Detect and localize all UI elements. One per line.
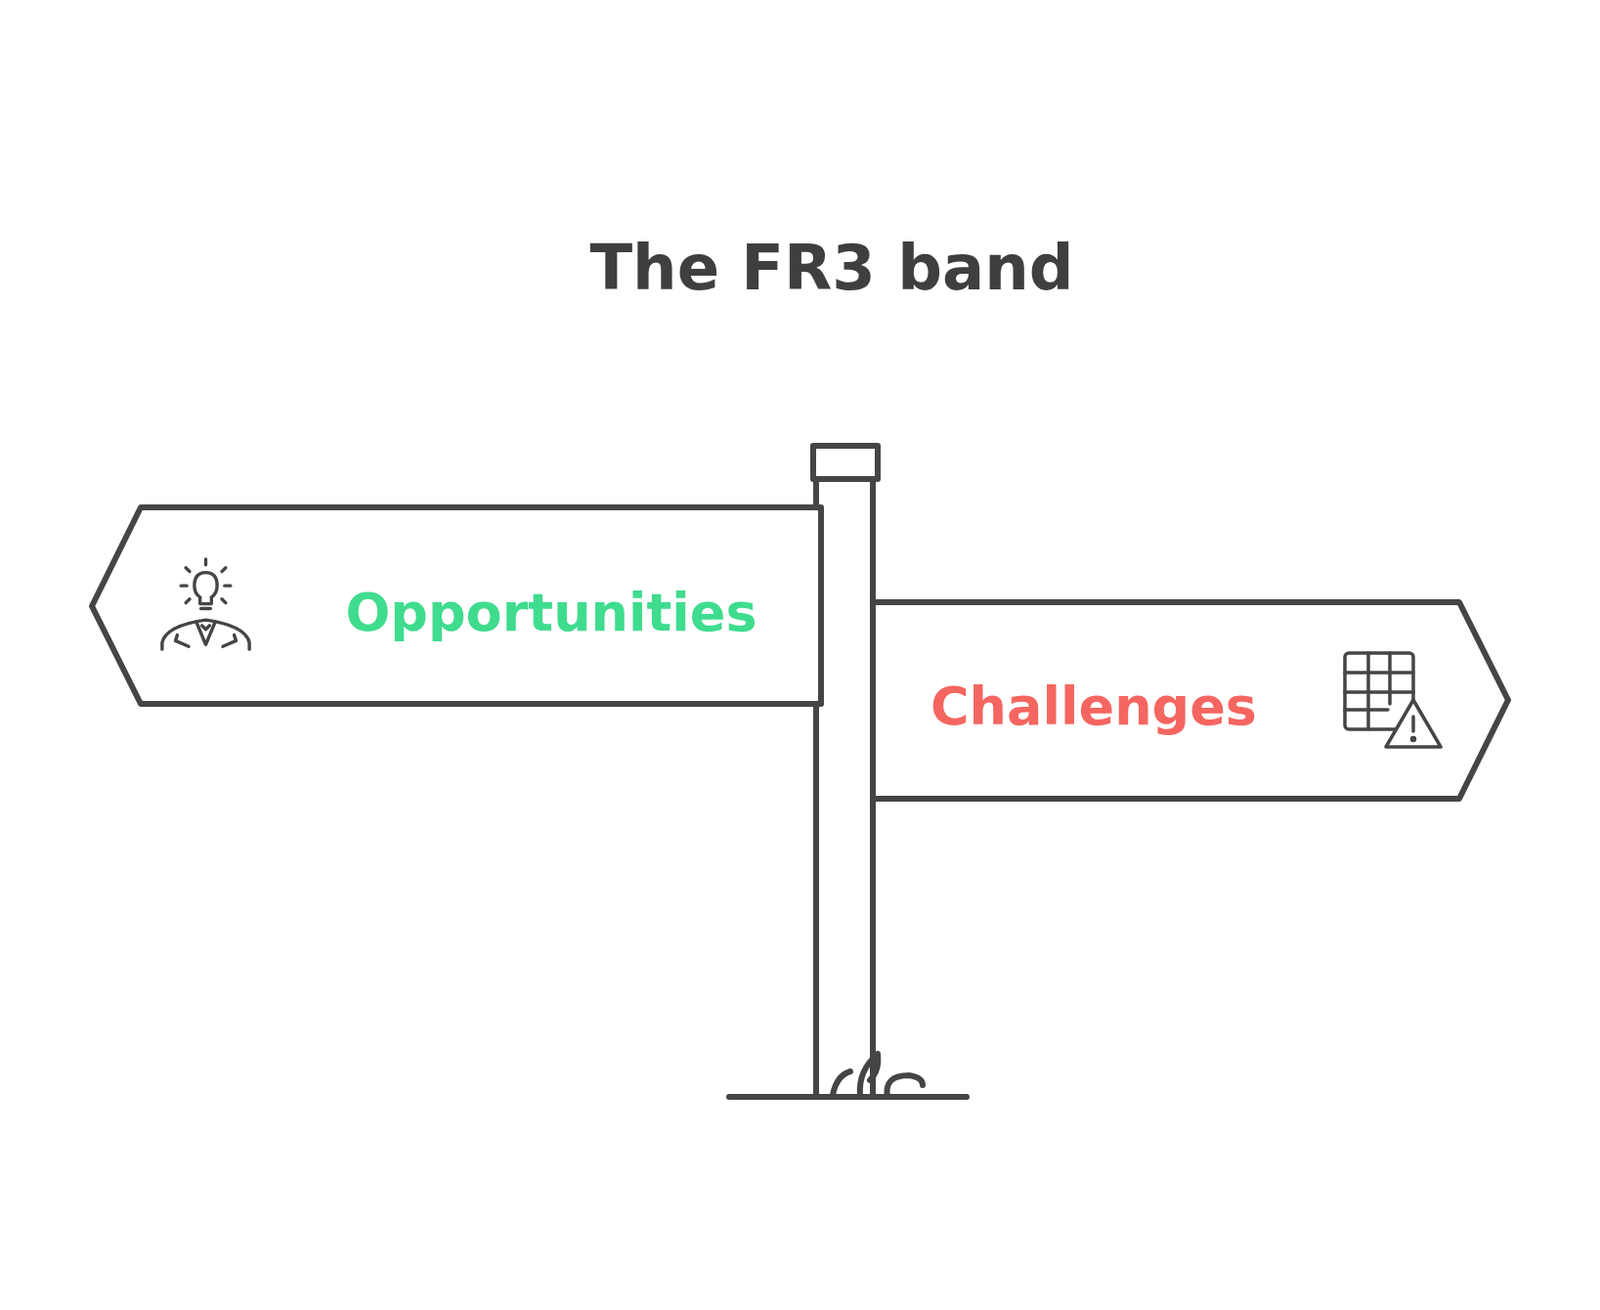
sign-label: Challenges bbox=[930, 675, 1257, 737]
sign-label: Opportunities bbox=[345, 581, 757, 644]
diagram-title: The FR3 band bbox=[589, 231, 1074, 304]
left-sign: Opportunities bbox=[91, 507, 822, 704]
right-sign: Challenges bbox=[872, 602, 1509, 799]
